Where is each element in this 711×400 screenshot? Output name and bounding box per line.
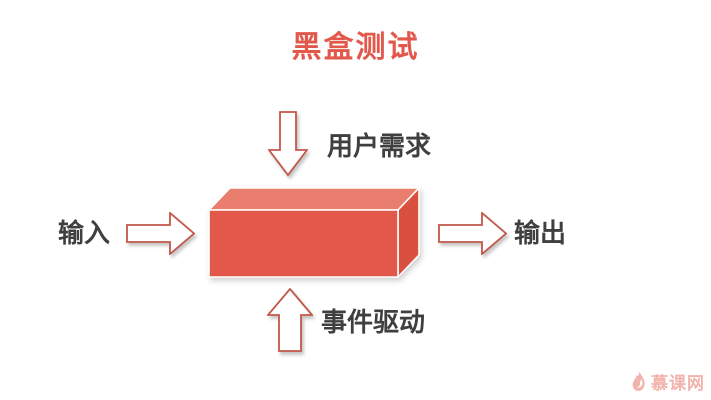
input-arrow-icon <box>126 212 196 255</box>
down-arrow-icon <box>268 111 308 177</box>
black-box-top-face <box>208 187 420 211</box>
label-input: 输入 <box>58 218 111 248</box>
flame-icon <box>632 371 645 391</box>
watermark-text: 慕课网 <box>651 374 705 393</box>
label-output: 输出 <box>514 218 567 248</box>
up-arrow-icon <box>267 288 313 352</box>
black-box-front-face <box>208 209 399 278</box>
label-event-driven: 事件驱动 <box>321 307 426 337</box>
slide-title: 黑盒测试 <box>291 31 420 64</box>
black-box <box>208 187 420 278</box>
watermark-imooc: 慕课网 <box>631 369 705 394</box>
output-arrow-icon <box>438 212 508 255</box>
label-user-requirements: 用户需求 <box>327 131 432 161</box>
